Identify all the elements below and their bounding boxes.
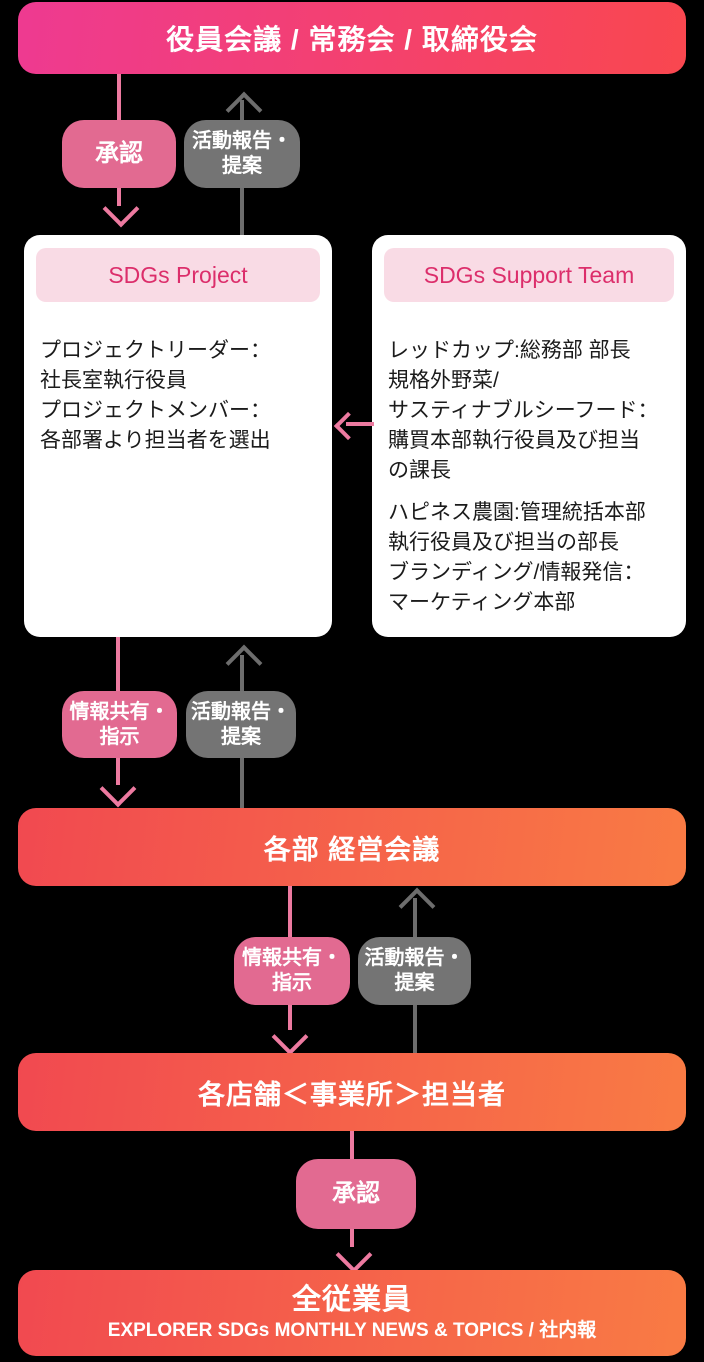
board-bar: 役員会議 / 常務会 / 取締役会: [18, 2, 686, 74]
sdgs-support-team-card-title: SDGs Support Team: [384, 248, 674, 302]
sdgs-project-card-title: SDGs Project: [36, 248, 320, 302]
down-arrow-icon: [102, 190, 140, 228]
activity-report-badge-3-label: 活動報告・ 提案: [364, 947, 465, 994]
sdgs-support-team-title-label: SDGs Support Team: [423, 261, 635, 288]
activity-report-badge-1: 活動報告・ 提案: [184, 120, 300, 188]
approval-badge-4: 承認: [296, 1159, 416, 1229]
approval-badge-1: 承認: [62, 120, 176, 188]
sdgs-support-team-card: SDGs Support Team レッドカップ:総務部 部長 規格外野菜/ サ…: [372, 235, 686, 637]
info-share-badge-3: 情報共有・ 指示: [234, 937, 350, 1005]
left-arrow-icon: [333, 411, 363, 441]
activity-report-badge-1-label: 活動報告・ 提案: [192, 130, 292, 177]
all-employees-title: 全従業員: [291, 1283, 412, 1316]
activity-report-badge-2: 活動報告・ 提案: [186, 691, 296, 758]
info-share-badge-3-label: 情報共有・ 指示: [242, 947, 342, 994]
down-arrow-icon: [271, 1018, 309, 1056]
approval-badge-4-label: 承認: [332, 1180, 380, 1207]
board-bar-label: 役員会議 / 常務会 / 取締役会: [166, 24, 538, 55]
all-employees-subtitle: EXPLORER SDGs MONTHLY NEWS & TOPICS / 社内…: [107, 1319, 597, 1341]
up-arrow-icon: [225, 644, 263, 682]
all-employees-bar: 全従業員 EXPLORER SDGs MONTHLY NEWS & TOPICS…: [18, 1270, 686, 1356]
management-meeting-bar: 各部 経営会議: [18, 808, 686, 886]
stores-bar-label: 各店舗＜事業所＞担当者: [198, 1079, 506, 1110]
support-to-project-line: [346, 422, 374, 426]
management-meeting-bar-label: 各部 経営会議: [263, 834, 441, 865]
sdgs-support-team-card-body-2: ハピネス農園:管理統括本部 執行役員及び担当の部長 ブランディング/情報発信： …: [388, 501, 646, 614]
stores-bar: 各店舗＜事業所＞担当者: [18, 1053, 686, 1131]
sdgs-project-card-body: プロジェクトリーダー： 社長室執行役員 プロジェクトメンバー： 各部署より担当者…: [40, 339, 271, 452]
down-arrow-icon: [335, 1236, 373, 1274]
activity-report-badge-2-label: 活動報告・ 提案: [191, 700, 291, 748]
up-arrow-icon: [398, 887, 436, 925]
sdgs-support-team-card-body-1: レッドカップ:総務部 部長 規格外野菜/ サスティナブルシーフード： 購買本部執…: [388, 339, 659, 482]
sdgs-project-title-label: SDGs Project: [108, 261, 248, 288]
info-share-badge-2: 情報共有・ 指示: [62, 691, 177, 758]
activity-report-badge-3: 活動報告・ 提案: [358, 937, 471, 1005]
info-share-badge-2-label: 情報共有・ 指示: [69, 700, 170, 748]
down-arrow-icon: [99, 770, 137, 808]
approval-badge-1-label: 承認: [95, 140, 143, 167]
sdgs-project-card: SDGs Project プロジェクトリーダー： 社長室執行役員 プロジェクトメ…: [24, 235, 332, 637]
